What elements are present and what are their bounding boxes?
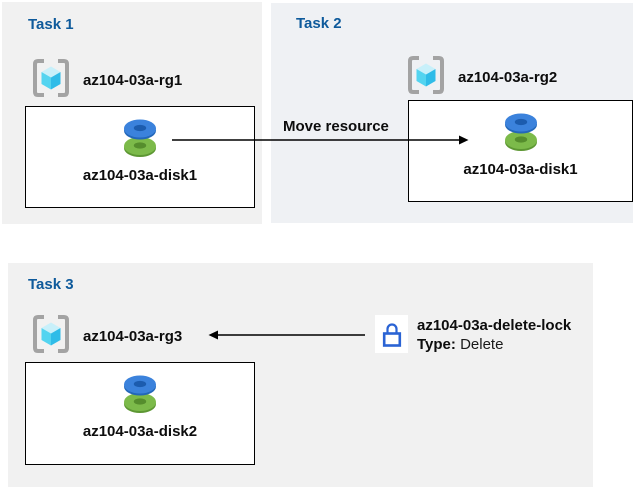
resource-group-icon [31,57,71,104]
task3-resource-group: az104-03a-rg3 [31,313,182,360]
lock-type: Type: Delete [417,336,571,353]
managed-disk-icon [498,101,544,158]
task1-resource-box: az104-03a-disk1 [25,106,255,208]
task2-panel: Task 2 az104-03a-rg2 [271,3,633,223]
disk-label: az104-03a-disk1 [82,167,198,184]
task1-title: Task 1 [28,16,74,33]
lock-name: az104-03a-delete-lock [417,317,572,334]
resource-group-label: az104-03a-rg3 [83,328,183,345]
lock-icon [375,315,408,353]
task3-panel: Task 3 az104-03a-rg3 [8,263,593,487]
task3-title: Task 3 [28,276,74,293]
lock-type-label: Type: [417,336,456,353]
move-resource-label: Move resource [283,118,389,135]
task2-title: Task 2 [296,15,342,32]
delete-lock-annotation: az104-03a-delete-lock Type: Delete [375,315,571,353]
task1-resource-group: az104-03a-rg1 [31,57,182,104]
resource-group-icon [31,313,71,360]
resource-group-icon [406,54,446,101]
disk-label: az104-03a-disk2 [82,423,198,440]
resource-group-label: az104-03a-rg2 [458,69,558,86]
managed-disk-icon [117,107,163,164]
task2-resource-group: az104-03a-rg2 [406,54,557,101]
task3-resource-box: az104-03a-disk2 [25,362,255,465]
lock-type-value: Delete [460,336,504,353]
resource-group-label: az104-03a-rg1 [83,72,183,89]
task2-resource-box: az104-03a-disk1 [408,100,633,202]
task1-panel: Task 1 az104-03a-rg1 [2,2,262,224]
disk-label: az104-03a-disk1 [463,161,578,178]
managed-disk-icon [117,363,163,420]
